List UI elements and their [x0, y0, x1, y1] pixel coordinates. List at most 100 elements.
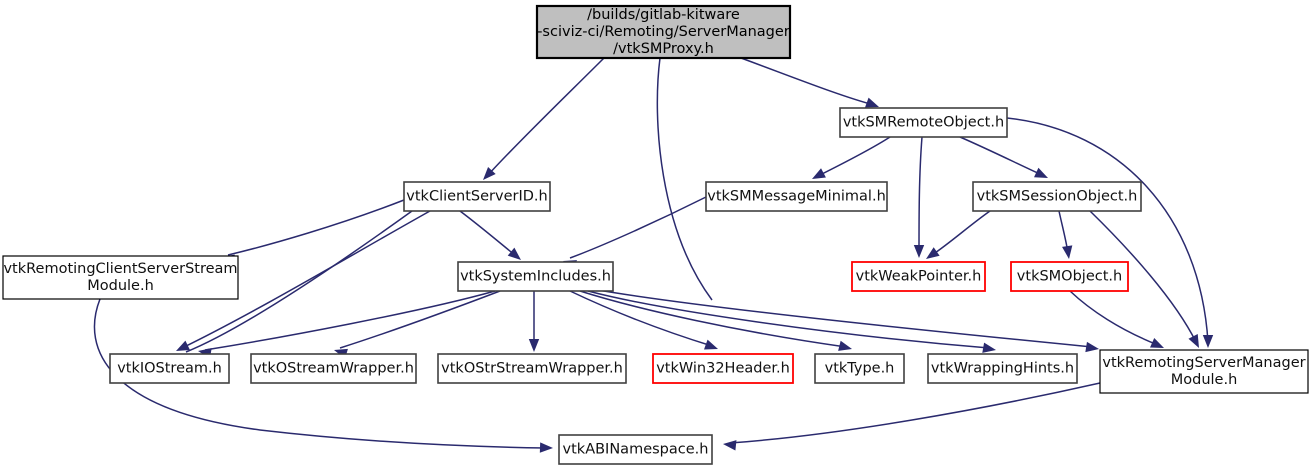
- arrow-head: [812, 168, 826, 179]
- node-clientserverid[interactable]: vtkClientServerID.h: [403, 181, 551, 212]
- edge-root-to-systemincludes: [656, 57, 713, 301]
- node-sessionobject[interactable]: vtkSMSessionObject.h: [972, 181, 1142, 212]
- node-box[interactable]: [437, 353, 627, 384]
- edge-systemincludes-to-servermanagermodule: [591, 288, 1099, 353]
- edge-line: [591, 288, 1093, 348]
- node-label: vtkOStrStreamWrapper.h: [441, 361, 623, 377]
- node-ostrstreamwrapper[interactable]: vtkOStrStreamWrapper.h: [437, 353, 627, 384]
- node-label: vtkWeakPointer.h: [856, 269, 982, 285]
- edge-line: [817, 136, 891, 177]
- edge-line: [569, 196, 707, 259]
- edge-clientserverid-to-iostream: [176, 210, 431, 351]
- node-label: Module.h: [1171, 372, 1238, 388]
- arrow-head: [1202, 335, 1214, 348]
- node-messageminimal[interactable]: vtkSMMessageMinimal.h: [705, 181, 888, 212]
- node-systemincludes[interactable]: vtkSystemIncludes.h: [457, 261, 614, 292]
- edge-line: [918, 136, 923, 253]
- edge-root-to-clientserverid: [483, 57, 605, 180]
- edge-line: [487, 57, 605, 176]
- node-type[interactable]: vtkType.h: [814, 353, 905, 384]
- node-box[interactable]: [457, 261, 614, 292]
- node-box[interactable]: [535, 4, 792, 60]
- node-label: /builds/gitlab-kitware: [587, 7, 740, 23]
- edge-line: [227, 199, 405, 256]
- arrow-head: [1034, 167, 1048, 178]
- node-ostreamwrapper[interactable]: vtkOStreamWrapper.h: [250, 353, 417, 384]
- node-box[interactable]: [927, 353, 1078, 384]
- node-label: vtkWin32Header.h: [656, 361, 790, 377]
- arrow-head: [176, 340, 190, 351]
- arrow-head: [723, 440, 737, 451]
- edge-systemincludes-to-wrappinghints: [587, 290, 996, 353]
- arrow-head: [913, 245, 925, 258]
- node-weakpointer[interactable]: vtkWeakPointer.h: [851, 261, 986, 292]
- node-box[interactable]: [558, 434, 713, 465]
- edge-line: [339, 290, 501, 349]
- edge-smobject-to-servermanagermodule: [1069, 290, 1164, 348]
- edge-systemincludes-to-ostreamwrapper: [334, 290, 501, 359]
- node-box[interactable]: [839, 107, 1008, 138]
- edge-remoteobject-to-weakpointer: [913, 136, 925, 258]
- edge-clientserverid-to-abinamespace: [185, 210, 413, 353]
- edge-line: [729, 382, 1101, 444]
- edge-line: [1069, 290, 1159, 346]
- node-box[interactable]: [972, 181, 1142, 212]
- edge-line: [181, 210, 431, 349]
- edge-layer: [93, 57, 1214, 453]
- node-box[interactable]: [403, 181, 551, 212]
- node-box[interactable]: [1010, 261, 1129, 292]
- node-label: /vtkSMProxy.h: [613, 41, 714, 57]
- edge-clientserverid-to-systemincludes: [459, 210, 521, 260]
- node-box[interactable]: [652, 353, 794, 384]
- node-box[interactable]: [2, 255, 239, 300]
- node-win32header[interactable]: vtkWin32Header.h: [652, 353, 794, 384]
- edge-remoteobject-to-sessionobject: [959, 136, 1048, 178]
- edge-line: [204, 290, 496, 351]
- node-box[interactable]: [250, 353, 417, 384]
- node-root[interactable]: /builds/gitlab-kitware-sciviz-ci/Remotin…: [535, 4, 792, 60]
- edge-line: [93, 298, 547, 449]
- edge-line: [931, 210, 991, 256]
- arrow-head: [926, 247, 940, 259]
- edge-messageminimal-to-systemincludes: [563, 196, 707, 270]
- node-remoteobject[interactable]: vtkSMRemoteObject.h: [839, 107, 1008, 138]
- edge-root-to-remoteobject: [740, 57, 879, 108]
- node-abinamespace[interactable]: vtkABINamespace.h: [558, 434, 713, 465]
- edge-line: [185, 210, 413, 353]
- edge-remoteobject-to-messageminimal: [812, 136, 891, 179]
- arrow-head: [838, 340, 852, 351]
- node-box[interactable]: [1099, 349, 1309, 394]
- edge-line: [1006, 117, 1209, 343]
- edge-systemincludes-to-ostrstreamwrapper: [528, 290, 540, 352]
- arrow-head: [865, 97, 879, 108]
- node-label: vtkABINamespace.h: [563, 442, 709, 458]
- edge-line: [656, 57, 713, 301]
- edge-remoteobject-to-servermanagermodule: [1006, 117, 1214, 348]
- node-iostream[interactable]: vtkIOStream.h: [109, 353, 230, 384]
- node-box[interactable]: [109, 353, 230, 384]
- node-box[interactable]: [851, 261, 986, 292]
- edge-sessionobject-to-servermanagermodule: [1089, 210, 1199, 348]
- node-label: -sciviz-ci/Remoting/ServerManager: [537, 24, 790, 40]
- edge-line: [569, 290, 713, 347]
- node-smobject[interactable]: vtkSMObject.h: [1010, 261, 1129, 292]
- node-label: vtkSMObject.h: [1017, 269, 1122, 285]
- node-wrappinghints[interactable]: vtkWrappingHints.h: [927, 353, 1078, 384]
- edge-sessionobject-to-smobject: [1058, 210, 1073, 259]
- node-box[interactable]: [814, 353, 905, 384]
- edge-systemincludes-to-win32header: [569, 290, 718, 350]
- arrow-head: [1150, 337, 1164, 348]
- node-label: vtkIOStream.h: [117, 361, 222, 377]
- node-box[interactable]: [705, 181, 888, 212]
- node-label: vtkRemotingServerManager: [1102, 355, 1305, 371]
- edge-clientserverstreammodule-to-abinamespace: [93, 298, 553, 453]
- node-label: vtkWrappingHints.h: [931, 361, 1074, 377]
- edge-sessionobject-to-weakpointer: [926, 210, 991, 259]
- edge-line: [579, 290, 847, 348]
- node-layer: /builds/gitlab-kitware-sciviz-ci/Remotin…: [2, 4, 1309, 465]
- edge-clientserverid-to-clientserverstreammodule: [221, 199, 405, 265]
